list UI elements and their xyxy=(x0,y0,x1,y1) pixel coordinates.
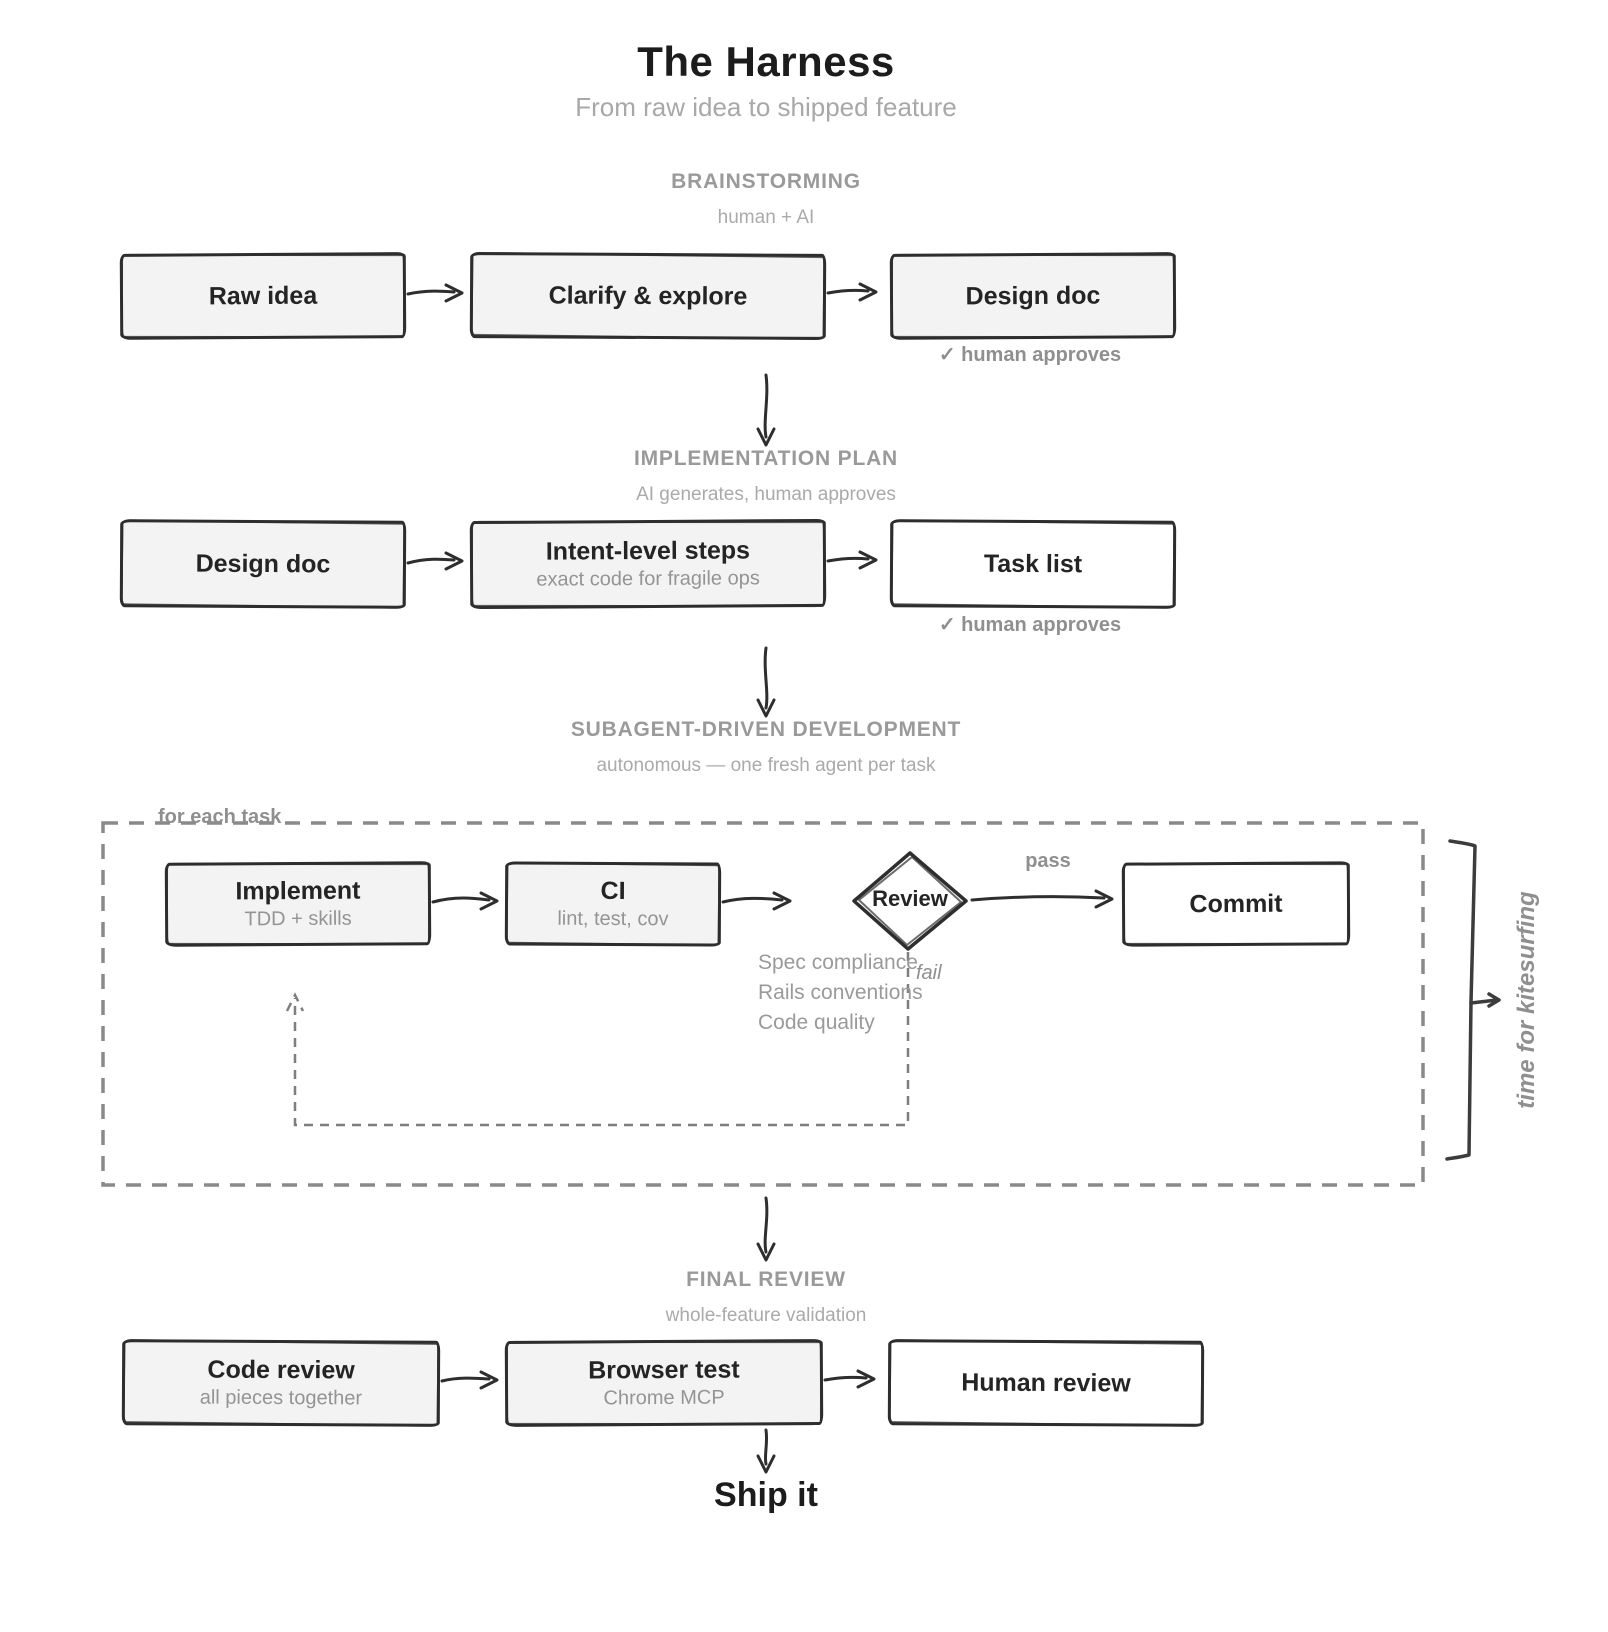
review-criteria-item: Code quality xyxy=(758,1011,875,1034)
node-code-review: Code review all pieces together xyxy=(121,1339,441,1427)
edge-label-pass: pass xyxy=(1025,850,1071,872)
approval-design-doc: ✓ human approves xyxy=(938,344,1122,366)
node-intent-level-steps-sub: exact code for fragile ops xyxy=(536,567,760,591)
node-browser-test: Browser test Chrome MCP xyxy=(504,1339,824,1427)
review-criteria-item: Rails conventions xyxy=(758,981,923,1004)
page-title: The Harness xyxy=(637,38,895,85)
arrow-subagent-to-final xyxy=(756,1196,776,1262)
edge-label-fail: fail xyxy=(916,962,942,984)
node-design-doc-1-label: Design doc xyxy=(965,281,1101,311)
node-task-list: Task list xyxy=(889,519,1177,609)
node-review-label: Review xyxy=(872,886,948,911)
node-human-review: Human review xyxy=(887,1339,1205,1427)
review-criteria-item: Spec compliance xyxy=(758,951,918,974)
arrow-intent-to-tasklist xyxy=(826,550,878,570)
section-sublabel-brainstorming: human + AI xyxy=(717,207,815,228)
kitesurfing-bracket xyxy=(1445,839,1501,1161)
section-label-subagent-development: SUBAGENT-DRIVEN DEVELOPMENT xyxy=(570,718,962,741)
node-intent-level-steps: Intent-level steps exact code for fragil… xyxy=(469,518,827,610)
node-browser-test-sub: Chrome MCP xyxy=(603,1386,725,1410)
section-label-brainstorming: BRAINSTORMING xyxy=(671,170,861,193)
kitesurfing-note: time for kitesurfing xyxy=(1513,891,1540,1109)
arrow-brainstorming-to-plan xyxy=(756,373,776,447)
node-design-doc-1: Design doc xyxy=(889,252,1177,340)
loop-container-label: for each task xyxy=(158,806,282,828)
section-label-implementation-plan: IMPLEMENTATION PLAN xyxy=(633,447,899,470)
node-human-review-label: Human review xyxy=(961,1368,1131,1398)
approval-task-list: ✓ human approves xyxy=(938,614,1122,636)
node-design-doc-2-label: Design doc xyxy=(195,549,331,579)
node-ci-label: CI xyxy=(600,876,626,906)
node-implement: Implement TDD + skills xyxy=(164,861,432,947)
ship-it-label: Ship it xyxy=(714,1476,818,1514)
arrow-clarify-to-designdoc xyxy=(826,282,878,302)
node-ci: CI lint, test, cov xyxy=(504,861,722,947)
section-sublabel-final-review: whole-feature validation xyxy=(665,1305,867,1326)
node-commit-label: Commit xyxy=(1189,889,1283,919)
node-clarify-explore: Clarify & explore xyxy=(469,252,827,340)
node-implement-sub: TDD + skills xyxy=(244,907,352,931)
page-subtitle: From raw idea to shipped feature xyxy=(575,92,957,122)
node-ci-sub: lint, test, cov xyxy=(557,907,669,931)
arrow-browsertest-to-humanreview xyxy=(823,1369,876,1389)
arrow-implement-to-ci xyxy=(431,891,499,911)
node-code-review-label: Code review xyxy=(207,1355,355,1385)
node-raw-idea-label: Raw idea xyxy=(208,281,318,311)
review-criteria-list: Spec compliance Rails conventions Code q… xyxy=(758,948,923,1038)
node-code-review-sub: all pieces together xyxy=(199,1386,363,1410)
node-commit: Commit xyxy=(1121,861,1351,947)
node-clarify-explore-label: Clarify & explore xyxy=(548,281,748,311)
node-task-list-label: Task list xyxy=(983,549,1083,579)
section-sublabel-subagent-development: autonomous — one fresh agent per task xyxy=(596,755,936,776)
section-label-final-review: FINAL REVIEW xyxy=(686,1268,846,1291)
arrow-codereview-to-browsertest xyxy=(440,1370,499,1390)
arrow-final-to-ship xyxy=(756,1428,776,1474)
arrow-review-to-commit-pass xyxy=(970,889,1114,909)
node-browser-test-label: Browser test xyxy=(588,1355,740,1385)
node-raw-idea: Raw idea xyxy=(119,252,407,340)
arrow-plan-to-subagent xyxy=(756,646,776,718)
arrow-ci-to-review xyxy=(721,891,792,911)
arrow-designdoc-to-intent xyxy=(406,551,464,571)
node-implement-label: Implement xyxy=(235,876,361,906)
node-design-doc-2: Design doc xyxy=(119,519,407,609)
node-intent-level-steps-label: Intent-level steps xyxy=(545,536,751,566)
arrow-raw-to-clarify xyxy=(406,283,464,303)
section-sublabel-implementation-plan: AI generates, human approves xyxy=(636,484,896,505)
